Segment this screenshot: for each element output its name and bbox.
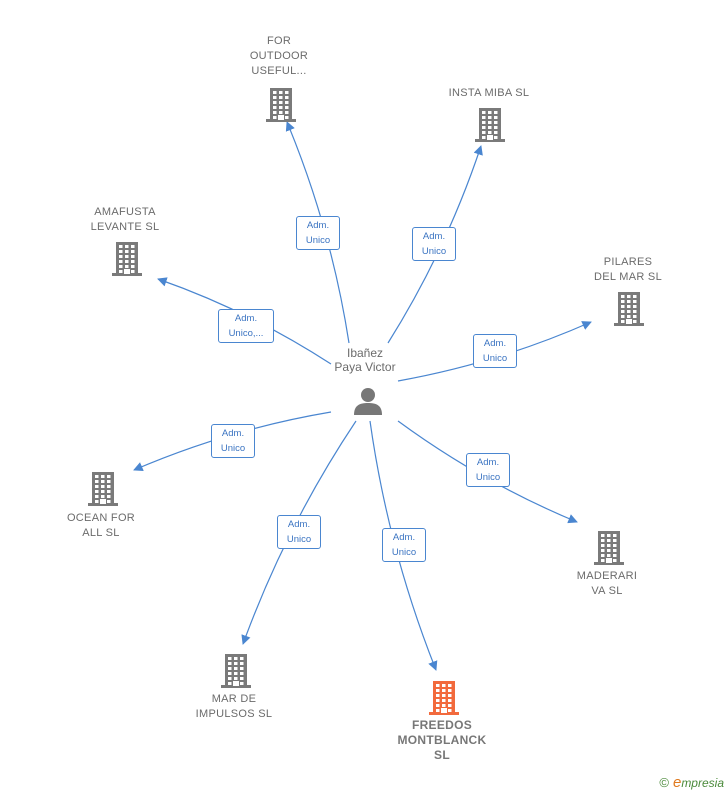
building-icon[interactable]: [427, 679, 461, 715]
brand-initial: e: [672, 774, 682, 791]
copyright-icon: ©: [659, 775, 669, 790]
company-label-amafusta[interactable]: AMAFUSTA LEVANTE SL: [90, 206, 160, 233]
company-label-insta-miba[interactable]: INSTA MIBA SL: [448, 87, 530, 99]
edge-role-label: Adm. Unico: [296, 216, 340, 250]
edge-role-label: Adm. Unico: [211, 424, 255, 458]
building-icon[interactable]: [592, 529, 626, 565]
company-label-for-outdoor[interactable]: FOR OUTDOOR USEFUL...: [249, 35, 309, 77]
building-icon[interactable]: [86, 470, 120, 506]
brand-name: mpresia: [681, 776, 724, 790]
building-icon[interactable]: [473, 106, 507, 142]
company-label-ocean[interactable]: OCEAN FOR ALL SL: [66, 512, 136, 539]
person-icon[interactable]: [352, 386, 384, 416]
company-label-mar-impulsos[interactable]: MAR DE IMPULSOS SL: [195, 693, 273, 720]
company-label-freedos[interactable]: FREEDOS MONTBLANCK SL: [397, 718, 487, 762]
center-person-label[interactable]: Ibañez Paya Victor: [334, 346, 396, 374]
edge-role-label: Adm. Unico: [382, 528, 426, 562]
building-icon[interactable]: [612, 290, 646, 326]
company-label-maderari[interactable]: MADERARI VA SL: [576, 570, 638, 597]
edge-role-label: Adm. Unico,...: [218, 309, 274, 343]
edge-role-label: Adm. Unico: [466, 453, 510, 487]
edge-role-label: Adm. Unico: [277, 515, 321, 549]
edge-role-label: Adm. Unico: [473, 334, 517, 368]
building-icon[interactable]: [110, 240, 144, 276]
footer-brand: ©empresia: [659, 774, 724, 791]
company-label-pilares[interactable]: PILARES DEL MAR SL: [593, 256, 662, 283]
edge-role-label: Adm. Unico: [412, 227, 456, 261]
building-icon[interactable]: [219, 652, 253, 688]
building-icon[interactable]: [264, 86, 298, 122]
